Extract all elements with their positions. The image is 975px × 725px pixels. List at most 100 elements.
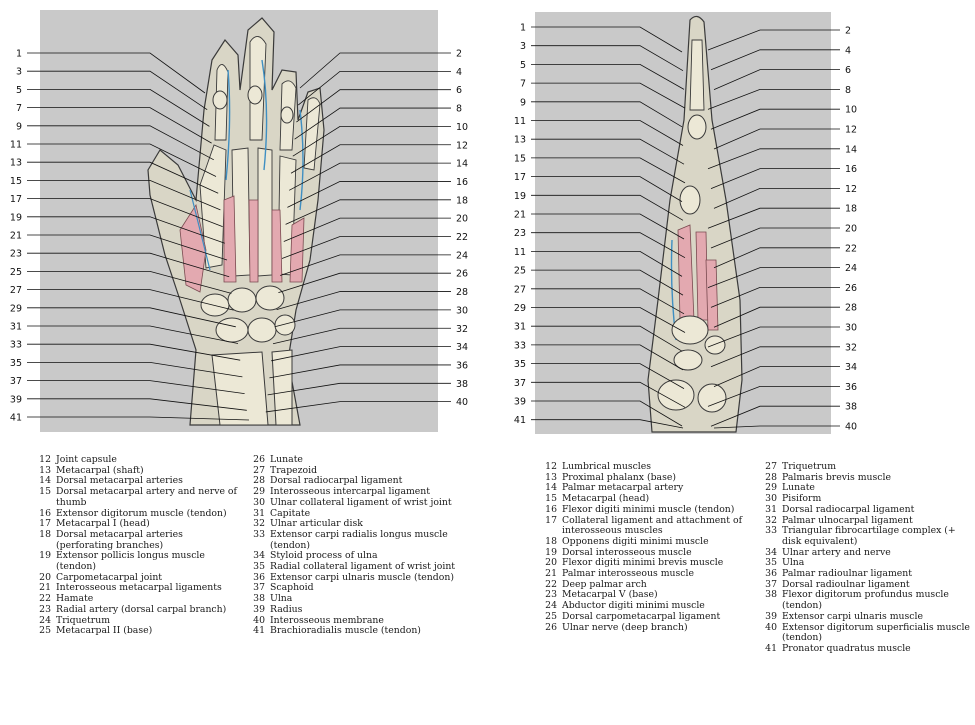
legend-number: 15 bbox=[30, 487, 56, 508]
leader-line bbox=[531, 102, 682, 127]
leader-line bbox=[531, 46, 683, 71]
leader-line bbox=[714, 70, 840, 90]
figure-label-number: 12 bbox=[456, 140, 468, 151]
figure-label-number: 4 bbox=[845, 45, 851, 56]
legend-text: Scaphoid bbox=[270, 583, 476, 594]
figure-label-number: 25 bbox=[514, 266, 526, 277]
figure-label-number: 11 bbox=[514, 247, 526, 258]
legend-text: Triangular fibrocartilage complex (+ dis… bbox=[782, 526, 970, 547]
figure-label-number: 36 bbox=[845, 382, 857, 393]
legend-text: Ulnar collateral ligament of wrist joint bbox=[270, 498, 476, 509]
leader-line bbox=[531, 214, 684, 239]
leader-line bbox=[27, 126, 214, 160]
legend-number: 33 bbox=[244, 530, 270, 551]
legend-number: 33 bbox=[756, 526, 782, 547]
leader-line bbox=[708, 149, 840, 169]
leader-line bbox=[531, 83, 685, 108]
figure-label-number: 21 bbox=[10, 231, 22, 242]
figure-label-number: 23 bbox=[10, 249, 22, 260]
figure-label-number: 28 bbox=[845, 303, 857, 314]
figure-label-number: 40 bbox=[845, 422, 857, 433]
leader-line bbox=[27, 71, 207, 110]
figure-label-number: 8 bbox=[845, 85, 851, 96]
leader-line bbox=[531, 158, 685, 183]
figure-label-number: 1 bbox=[520, 23, 526, 34]
legend-item: 25Dorsal carpometacarpal ligament bbox=[536, 612, 754, 623]
figure-label-number: 9 bbox=[520, 97, 526, 108]
legend-text: Dorsal metacarpal arteries (perforating … bbox=[56, 530, 240, 551]
legend-number: 18 bbox=[30, 530, 56, 551]
leader-line bbox=[269, 365, 451, 378]
leader-line bbox=[277, 292, 451, 310]
figure-label-number: 20 bbox=[845, 224, 857, 235]
leader-line bbox=[531, 64, 684, 89]
figure-label-number: 4 bbox=[456, 67, 462, 78]
leader-line bbox=[275, 310, 451, 327]
leader-line bbox=[27, 53, 205, 93]
leader-line bbox=[268, 383, 451, 395]
figure-label-number: 30 bbox=[456, 305, 468, 316]
figure-label-number: 29 bbox=[10, 303, 22, 314]
legend-number: 30 bbox=[244, 498, 270, 509]
leader-line bbox=[273, 328, 451, 344]
legend-item: 17Collateral ligament and attachment of … bbox=[536, 516, 754, 537]
legend-number: 17 bbox=[536, 516, 562, 537]
leader-line bbox=[714, 188, 840, 208]
figure-label-number: 18 bbox=[845, 204, 857, 215]
figure-label-number: 20 bbox=[456, 214, 468, 225]
legend-number: 40 bbox=[756, 623, 782, 644]
legend-text: Dorsal radiocarpal ligament bbox=[782, 505, 970, 516]
figure-label-number: 39 bbox=[10, 394, 22, 405]
legend-item: 25Metacarpal II (base) bbox=[30, 626, 240, 637]
leader-line bbox=[27, 108, 212, 144]
figure-label-number: 7 bbox=[16, 103, 22, 114]
left-hand-drawing bbox=[148, 18, 324, 425]
legend-number: 39 bbox=[244, 605, 270, 616]
figure-label-number: 26 bbox=[845, 283, 857, 294]
figure-label-number: 15 bbox=[514, 153, 526, 164]
figure-label-number: 3 bbox=[520, 41, 526, 52]
leader-line bbox=[271, 347, 451, 361]
legend-item: 15Dorsal metacarpal artery and nerve of … bbox=[30, 487, 240, 508]
figure-label-number: 33 bbox=[10, 340, 22, 351]
figure-label-number: 41 bbox=[514, 415, 526, 426]
figure-label-number: 11 bbox=[10, 140, 22, 151]
figure-label-number: 14 bbox=[456, 159, 468, 170]
figure-label-number: 32 bbox=[456, 324, 468, 335]
figure-label-number: 11 bbox=[514, 116, 526, 127]
legend-text: Radial artery (dorsal carpal branch) bbox=[56, 605, 240, 616]
figure-label-number: 8 bbox=[456, 104, 462, 115]
figure-label-number: 26 bbox=[456, 269, 468, 280]
legend-text: Ulnar nerve (deep branch) bbox=[562, 623, 754, 634]
figure-label-number: 19 bbox=[10, 212, 22, 223]
figure-label-number: 3 bbox=[16, 67, 22, 78]
legend-item: 31Dorsal radiocarpal ligament bbox=[756, 505, 970, 516]
legend-number: 41 bbox=[244, 626, 270, 637]
figure-label-number: 16 bbox=[845, 164, 857, 175]
figure-label-number: 37 bbox=[10, 376, 22, 387]
figure-label-number: 14 bbox=[845, 144, 857, 155]
legend-number: 41 bbox=[756, 644, 782, 655]
figure-label-number: 33 bbox=[514, 340, 526, 351]
figure-label-number: 34 bbox=[845, 362, 857, 373]
leader-line bbox=[531, 195, 683, 220]
legend-right-col2: 27Triquetrum28Palmaris brevis muscle29Lu… bbox=[756, 462, 970, 655]
figure-label-number: 31 bbox=[10, 322, 22, 333]
figure-label-number: 38 bbox=[456, 379, 468, 390]
legend-text: Extensor carpi ulnaris muscle bbox=[782, 612, 970, 623]
legend-text: Metacarpal II (base) bbox=[56, 626, 240, 637]
legend-item: 16Flexor digiti minimi muscle (tendon) bbox=[536, 505, 754, 516]
figure-label-number: 38 bbox=[845, 402, 857, 413]
figure-label-number: 35 bbox=[514, 359, 526, 370]
leader-line bbox=[531, 121, 683, 146]
figure-label-number: 18 bbox=[456, 195, 468, 206]
figure-label-number: 10 bbox=[845, 105, 857, 116]
legend-number: 26 bbox=[536, 623, 562, 634]
leader-line bbox=[531, 139, 684, 164]
figure-label-number: 27 bbox=[514, 284, 526, 295]
figure-label-number: 28 bbox=[456, 287, 468, 298]
legend-item: 19Extensor pollicis longus muscle (tendo… bbox=[30, 551, 240, 572]
figure-label-number: 29 bbox=[514, 303, 526, 314]
leader-line bbox=[531, 177, 682, 202]
legend-left-col1: 12Joint capsule13Metacarpal (shaft)14Dor… bbox=[30, 455, 240, 637]
